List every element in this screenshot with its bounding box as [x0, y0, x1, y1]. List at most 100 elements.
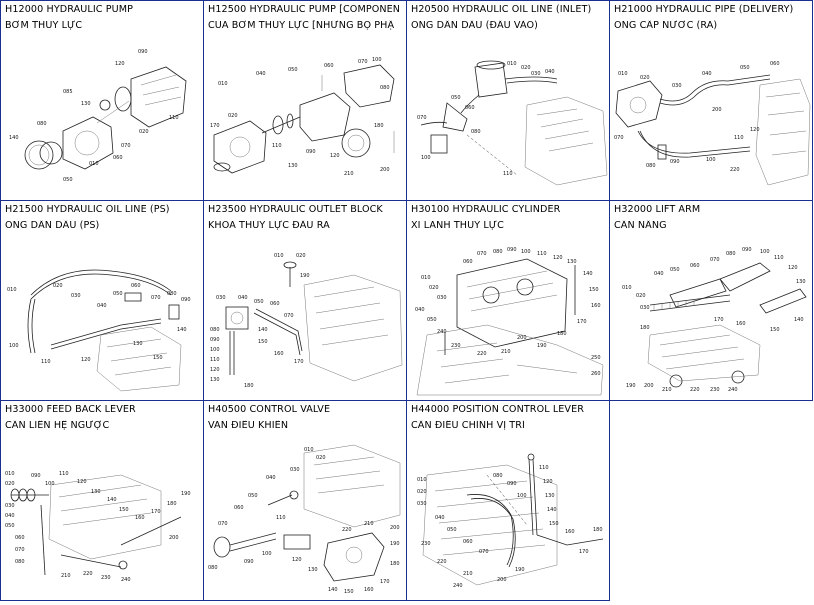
- callout: 050: [254, 299, 264, 305]
- callout: 100: [521, 249, 531, 255]
- callout: 010: [417, 477, 427, 483]
- callout: 100: [9, 343, 19, 349]
- callout: 140: [328, 587, 338, 593]
- callout: 150: [153, 355, 163, 361]
- exploded-diagram: 090 120 085 130 080 140 020 060 010 050 …: [9, 49, 187, 183]
- callout: 090: [670, 159, 680, 165]
- section-title: H33000 FEED BACK LEVER: [5, 404, 136, 415]
- callout: 150: [770, 327, 780, 333]
- callout: 240: [121, 577, 131, 583]
- exploded-diagram: 010 020 030 040 050 060 070 080 100 110: [417, 60, 608, 186]
- callout: 060: [15, 535, 25, 541]
- section-hydraulic-pipe-delivery[interactable]: H21000 HYDRAULIC PIPE (DELIVERY) ỐNG CẤP…: [610, 1, 813, 201]
- exploded-diagram: 010 020 030 040 050 060 070 080 090 100 …: [208, 444, 401, 595]
- callout: 250: [591, 355, 601, 361]
- callout: 050: [248, 493, 258, 499]
- callout: 110: [774, 255, 784, 261]
- callout: 040: [266, 475, 276, 481]
- section-hydraulic-oil-line-ps[interactable]: H21500 HYDRAULIC OIL LINE (PS) ỐNG DẪN D…: [1, 201, 204, 401]
- callout: 120: [750, 127, 760, 133]
- section-hydraulic-pump[interactable]: H12000 HYDRAULIC PUMP BƠM THỦY LỰC 090 1…: [1, 1, 204, 201]
- callout: 040: [5, 513, 15, 519]
- callout: 170: [294, 359, 304, 365]
- section-subtitle: BƠM THỦY LỰC: [5, 20, 83, 31]
- callout: 050: [288, 67, 298, 73]
- callout: 070: [417, 115, 427, 121]
- section-control-valve[interactable]: H40500 CONTROL VALVE VAN ĐIỀU KHIỂN 010 …: [204, 401, 407, 601]
- callout: 020: [5, 481, 15, 487]
- callout: 110: [59, 471, 69, 477]
- callout: 110: [276, 515, 286, 521]
- callout: 220: [730, 167, 740, 173]
- callout: 210: [364, 521, 374, 527]
- callout: 140: [177, 327, 187, 333]
- callout: 170: [151, 509, 161, 515]
- callout: 130: [308, 567, 318, 573]
- callout: 200: [169, 535, 179, 541]
- callout: 230: [451, 343, 461, 349]
- callout: 130: [545, 493, 555, 499]
- section-title: H30100 HYDRAULIC CYLINDER: [411, 204, 561, 215]
- callout: 050: [63, 177, 73, 183]
- callout: 010: [421, 275, 431, 281]
- callout: 060: [690, 263, 700, 269]
- callout: 070: [614, 135, 624, 141]
- callout: 020: [316, 455, 326, 461]
- callout: 070: [284, 313, 294, 319]
- callout: 090: [31, 473, 41, 479]
- callout: 110: [539, 465, 549, 471]
- section-subtitle: CỦA BƠM THỦY LỰC [NHỮNG BỘ PHẬ: [208, 20, 395, 31]
- section-hydraulic-outlet-block[interactable]: H23500 HYDRAULIC OUTLET BLOCK KHÓA THỦY …: [204, 201, 407, 401]
- callout: 170: [380, 579, 390, 585]
- callout: 150: [549, 521, 559, 527]
- callout: 180: [167, 501, 177, 507]
- section-title: H12000 HYDRAULIC PUMP: [5, 4, 134, 15]
- section-hydraulic-oil-line-inlet[interactable]: H20500 HYDRAULIC OIL LINE (INLET) ỐNG DẪ…: [407, 1, 610, 201]
- callout: 190: [300, 273, 310, 279]
- section-feed-back-lever[interactable]: H33000 FEED BACK LEVER CẦN LIÊN HỆ NGƯỢC…: [1, 401, 204, 601]
- callout: 170: [579, 549, 589, 555]
- callout: 100: [706, 157, 716, 163]
- callout: 220: [437, 559, 447, 565]
- callout: 020: [228, 113, 238, 119]
- callout: 160: [736, 321, 746, 327]
- callout: 060: [113, 155, 123, 161]
- callout-labels: 090 120 085 130 080 140 020 060 010 050 …: [9, 49, 179, 183]
- callout: 100: [760, 249, 770, 255]
- callout: 080: [646, 163, 656, 169]
- section-subtitle: CẦN NÂNG: [614, 220, 667, 231]
- section-lift-arm[interactable]: H32000 LIFT ARM CẦN NÂNG 010 020 030 040…: [610, 201, 813, 401]
- callout: 070: [151, 295, 161, 301]
- section-title: H21000 HYDRAULIC PIPE (DELIVERY): [614, 4, 794, 15]
- callout: 180: [593, 527, 603, 533]
- callout: 090: [210, 337, 220, 343]
- callout: 030: [531, 71, 541, 77]
- callout-labels: 010 020 030 040 050 060 070 080 090 100 …: [417, 465, 603, 589]
- section-position-control-lever[interactable]: H44000 POSITION CONTROL LEVER CẦN ĐIỀU C…: [407, 401, 610, 601]
- section-subtitle: VAN ĐIỀU KHIỂN: [208, 420, 289, 431]
- callout: 200: [390, 525, 400, 531]
- section-subtitle: XI LANH THUỶ LỰC: [411, 220, 504, 231]
- callout-labels: 010 020 030 040 050 060 070 080 090 100 …: [7, 283, 191, 365]
- callout: 070: [121, 143, 131, 149]
- callout: 180: [374, 123, 384, 129]
- section-hydraulic-pump-components[interactable]: H12500 HYDRAULIC PUMP [COMPONEN CỦA BƠM …: [204, 1, 407, 201]
- callout-labels: 010 020 030 040 050 060 070 080 090 100 …: [614, 61, 780, 173]
- callout: 160: [135, 515, 145, 521]
- callout: 010: [507, 61, 517, 67]
- callout-labels: 010 020 030 040 050 060 070 080 090 100 …: [622, 247, 806, 393]
- callout: 060: [463, 539, 473, 545]
- callout: 210: [463, 571, 473, 577]
- callout: 160: [274, 351, 284, 357]
- callout: 130: [81, 101, 91, 107]
- callout: 170: [210, 123, 220, 129]
- callout: 040: [702, 71, 712, 77]
- callout: 040: [238, 295, 248, 301]
- section-hydraulic-cylinder[interactable]: H30100 HYDRAULIC CYLINDER XI LANH THUỶ L…: [407, 201, 610, 401]
- callout: 210: [662, 387, 672, 393]
- callout: 100: [517, 493, 527, 499]
- callout: 080: [380, 85, 390, 91]
- callout: 120: [81, 357, 91, 363]
- callout: 110: [537, 251, 547, 257]
